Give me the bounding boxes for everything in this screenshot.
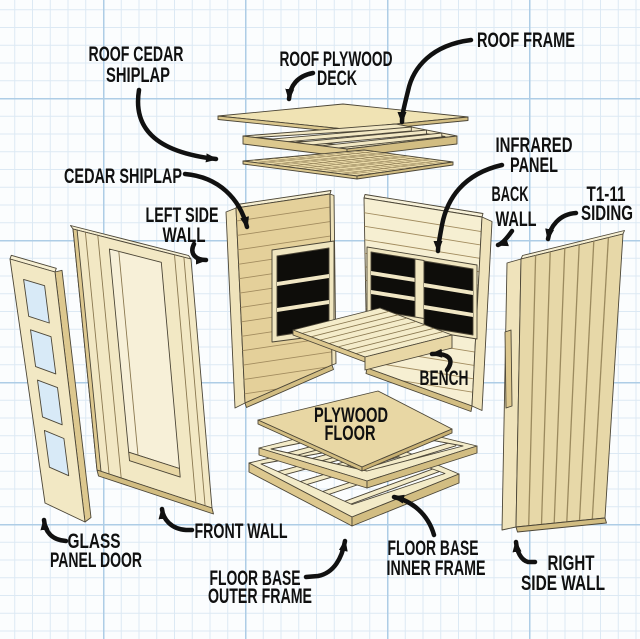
label-roof-plywood-deck-2: DECK [317,67,357,90]
label-glass-panel-door-1: GLASS [68,530,121,553]
label-roof-frame: ROOF FRAME [477,29,575,52]
label-left-side-wall-1: LEFT SIDE [146,204,219,227]
right-side-wall [501,230,625,533]
bench-apron [364,334,453,371]
roof-shiplap-boards [253,150,446,176]
arrow-back-wall [495,228,515,248]
label-back-wall-2: WALL [496,208,537,231]
front-wall [70,225,214,515]
label-t1-11-siding-2: SIDING [581,202,633,225]
label-infrared-panel-1: INFRARED [496,134,573,157]
door-jamb-line [118,251,139,456]
roof-cedar-shiplap-panel [242,149,454,180]
infrared-panel-left-wall [271,240,335,343]
label-floor-base-outer-frame-2: OUTER FRAME [208,585,312,608]
arrow-roof-cedar-shiplap [135,87,219,163]
label-infrared-panel-2: PANEL [510,154,558,177]
back-wall-stud-edge [471,216,493,411]
label-glass-panel-door-2: PANEL DOOR [50,549,142,572]
label-right-side-wall-2: SIDE WALL [521,572,605,595]
t1-11-groove-lines [528,237,610,526]
left-wall-bottom-edge [244,364,334,408]
arrow-infrared-panel [433,162,505,254]
front-wall-sill [128,451,181,478]
label-left-side-wall-2: WALL [163,224,206,247]
front-wall-board-lines [84,232,206,506]
label-plywood-floor-1: PLYWOOD [314,404,388,427]
bench [292,307,453,371]
label-floor-base-outer-frame-1: FLOOR BASE [210,567,301,590]
label-bench: BENCH [420,367,469,390]
arrow-left-side-wall [190,241,209,265]
label-back-wall-1: BACK [492,183,529,206]
front-wall-bottom-edge [96,469,214,515]
label-floor-base-inner-frame-1: FLOOR BASE [388,537,479,560]
label-cedar-shiplap: CEDAR SHIPLAP [64,165,182,188]
right-wall-cleat [504,329,513,409]
back-wall-bottom-edge [365,367,473,412]
arrow-roof-frame [397,37,474,125]
label-right-side-wall-1: RIGHT [548,552,595,575]
arrow-floor-base-outer-frame [303,538,348,580]
bench-slat-lines [301,311,444,354]
label-floor-base-inner-frame-2: INNER FRAME [387,557,486,580]
door-glass-pane-4 [43,429,70,477]
arrow-cedar-shiplap [182,171,250,230]
label-front-wall: FRONT WALL [195,520,288,543]
roof-frame [242,123,458,158]
arrow-front-wall [158,506,195,533]
door-glass-pane-2 [30,329,57,375]
label-roof-cedar-shiplap-1: ROOF CEDAR [89,43,184,66]
right-wall-bottom-edge [515,517,607,533]
callout-arrows [40,37,579,580]
plywood-floor [257,390,453,472]
glass-panel-door [9,254,92,523]
label-roof-cedar-shiplap-2: SHIPLAP [106,64,170,87]
arrow-floor-base-inner-frame [391,494,437,538]
arrow-bench [429,348,453,373]
deck-top-face [217,103,469,130]
label-roof-plywood-deck-1: ROOF PLYWOOD [280,48,393,71]
arrow-t1-11-siding [545,210,579,242]
arrow-right-side-wall [512,539,538,565]
door-glass-pane-1 [23,278,50,324]
labels: ROOF CEDAR SHIPLAP ROOF PLYWOOD DECK ROO… [50,29,633,608]
arrow-roof-plywood-deck [285,70,316,102]
arrow-glass-panel-door [40,517,69,544]
label-t1-11-siding-1: T1-11 [587,183,626,206]
left-side-wall [225,190,337,409]
door-glass-pane-3 [37,379,63,426]
label-plywood-floor-2: FLOOR [325,422,376,445]
